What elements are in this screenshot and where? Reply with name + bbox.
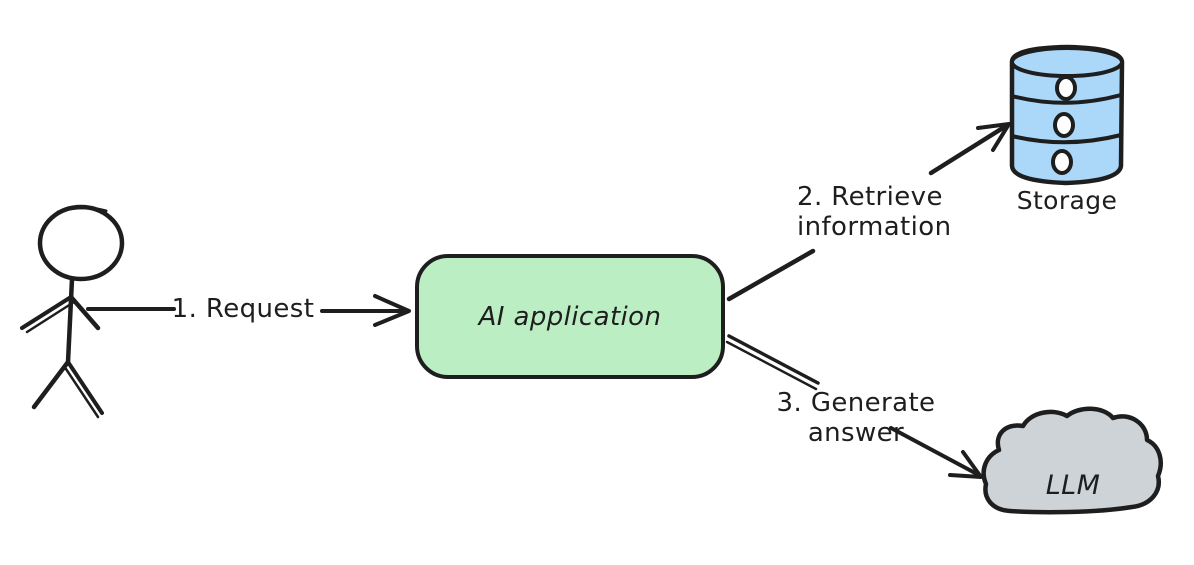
user-leg-left (31, 359, 71, 410)
generate-arrow-label[interactable]: 3. Generate answer (776, 388, 936, 448)
user-figure[interactable] (20, 204, 125, 419)
storage-node[interactable] (1009, 44, 1125, 186)
generate-arrowhead (948, 450, 983, 479)
user-leg-right (66, 360, 104, 415)
retrieve-arrow-seg2 (928, 123, 1009, 176)
llm-label[interactable]: LLM (1045, 470, 1101, 501)
ai-application-box (415, 254, 725, 379)
request-arrowhead (373, 294, 411, 327)
ai-application-node[interactable] (415, 254, 725, 379)
ai-application-label[interactable]: AI application (478, 301, 662, 332)
retrieve-arrow-seg1 (726, 248, 816, 302)
user-head-sketchline (56, 206, 108, 214)
storage-cylinder-top (1010, 46, 1124, 78)
llm-node[interactable] (981, 406, 1163, 515)
generate-arrow-seg2 (889, 426, 979, 476)
user-arm-left (20, 295, 73, 330)
generate-arrow[interactable] (725, 334, 983, 479)
generate-arrow-seg1 (727, 334, 820, 385)
storage-label[interactable]: Storage (1016, 186, 1118, 215)
user-head (37, 204, 125, 282)
storage-divider-2 (1010, 133, 1123, 145)
llm-cloud (981, 406, 1163, 515)
retrieve-arrow-label[interactable]: 2. Retrieve information (797, 182, 952, 242)
request-arrow[interactable] (86, 294, 411, 327)
user-leg-right-sketchline (62, 364, 100, 419)
storage-divider-1 (1010, 93, 1123, 105)
retrieve-arrow[interactable] (726, 122, 1011, 302)
user-arm-left-sketchline (25, 300, 76, 334)
generate-arrow-seg1-sketchline (725, 340, 818, 391)
storage-hole-1 (1055, 75, 1077, 101)
retrieve-arrowhead (976, 122, 1011, 152)
storage-hole-3 (1051, 149, 1073, 175)
user-body (65, 276, 75, 365)
request-arrow-label[interactable]: 1. Request (171, 294, 315, 324)
storage-hole-2 (1053, 112, 1075, 138)
user-arm-right (68, 294, 101, 331)
